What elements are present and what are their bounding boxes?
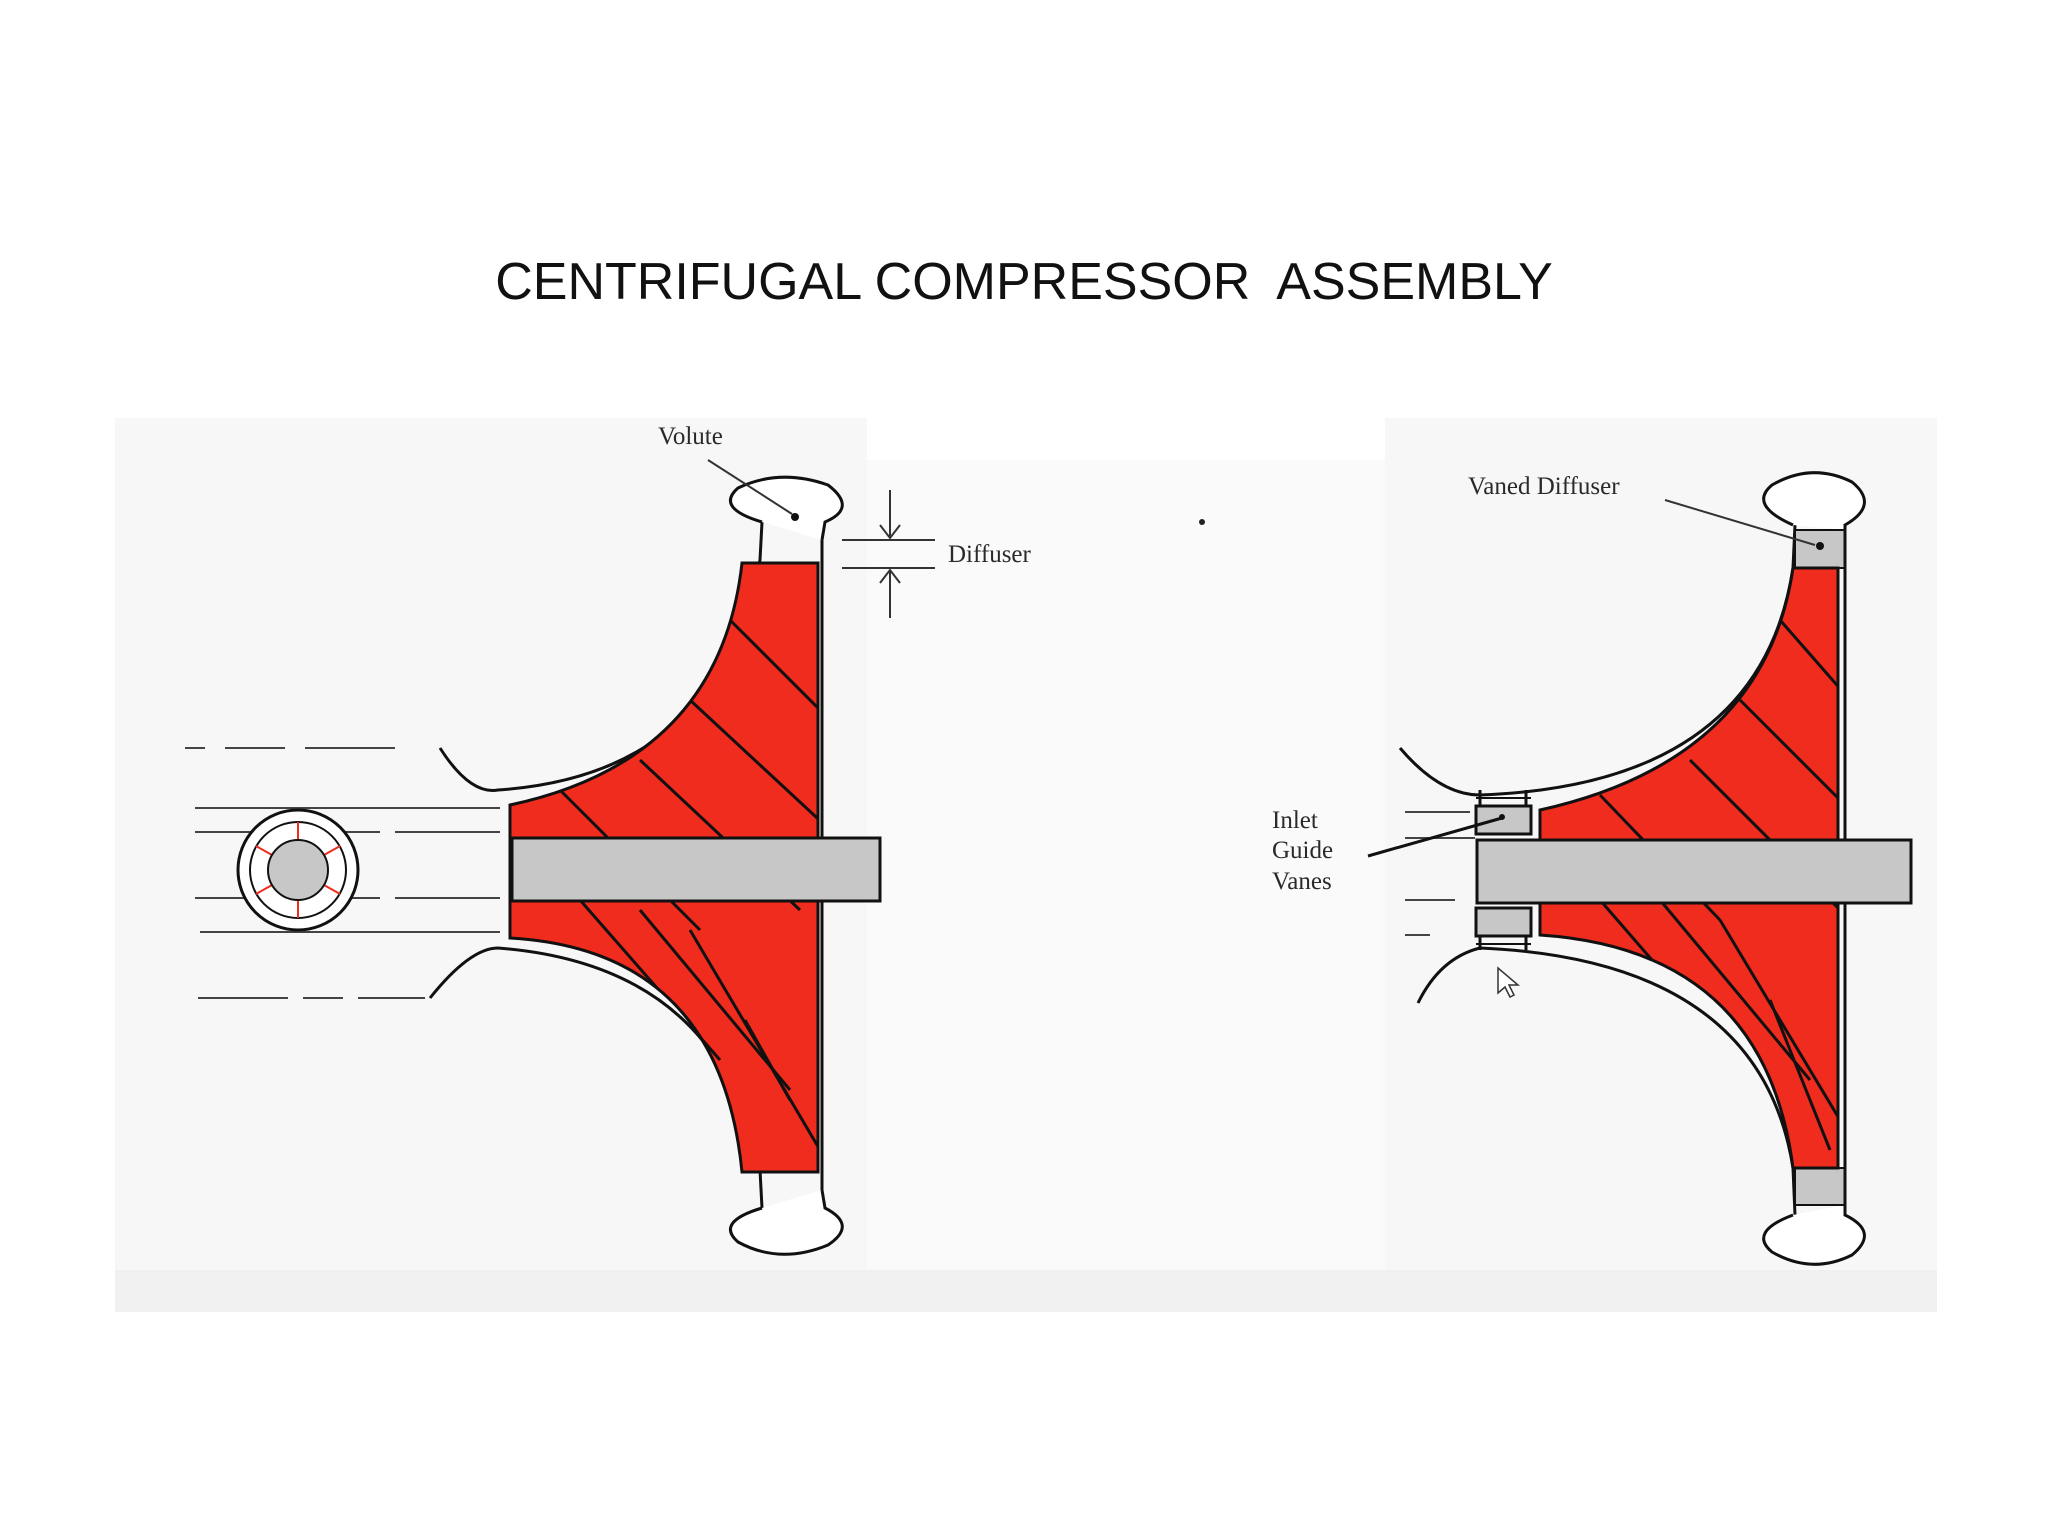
diffuser-label: Diffuser [948,541,1032,568]
vaned-diffuser-label: Vaned Diffuser [1468,473,1620,500]
right-compressor: Vaned Diffuser Inlet Guide Vanes [1272,471,1913,1266]
inlet-guide-vanes [1474,790,1533,950]
igv-label-line3: Vanes [1272,868,1332,895]
igv-label-line2: Guide [1272,837,1333,864]
stray-dot [1199,519,1205,525]
volute-label: Volute [658,423,723,450]
right-shroud-bottom [1416,946,1797,1216]
center-panel [867,460,1385,1310]
left-compressor: Volute Diffuser [185,423,1032,1256]
right-flow-lines [1405,811,1475,936]
igv-label-line1: Inlet [1272,807,1318,834]
right-volute-bottom [1762,1205,1866,1266]
left-volute-bottom [728,1189,844,1256]
slide-title: CENTRIFUGAL COMPRESSOR ASSEMBLY [495,253,1553,311]
left-shaft [510,836,882,903]
volute-point [791,513,799,521]
right-volute-top [1762,471,1866,530]
bottom-shade [115,1270,1937,1312]
vaned-diffuser-bottom [1794,1167,1846,1206]
diffuser-dimension [842,490,935,618]
right-shaft [1475,838,1913,905]
mouse-cursor-icon [1497,966,1521,999]
front-view-hub [236,808,360,932]
